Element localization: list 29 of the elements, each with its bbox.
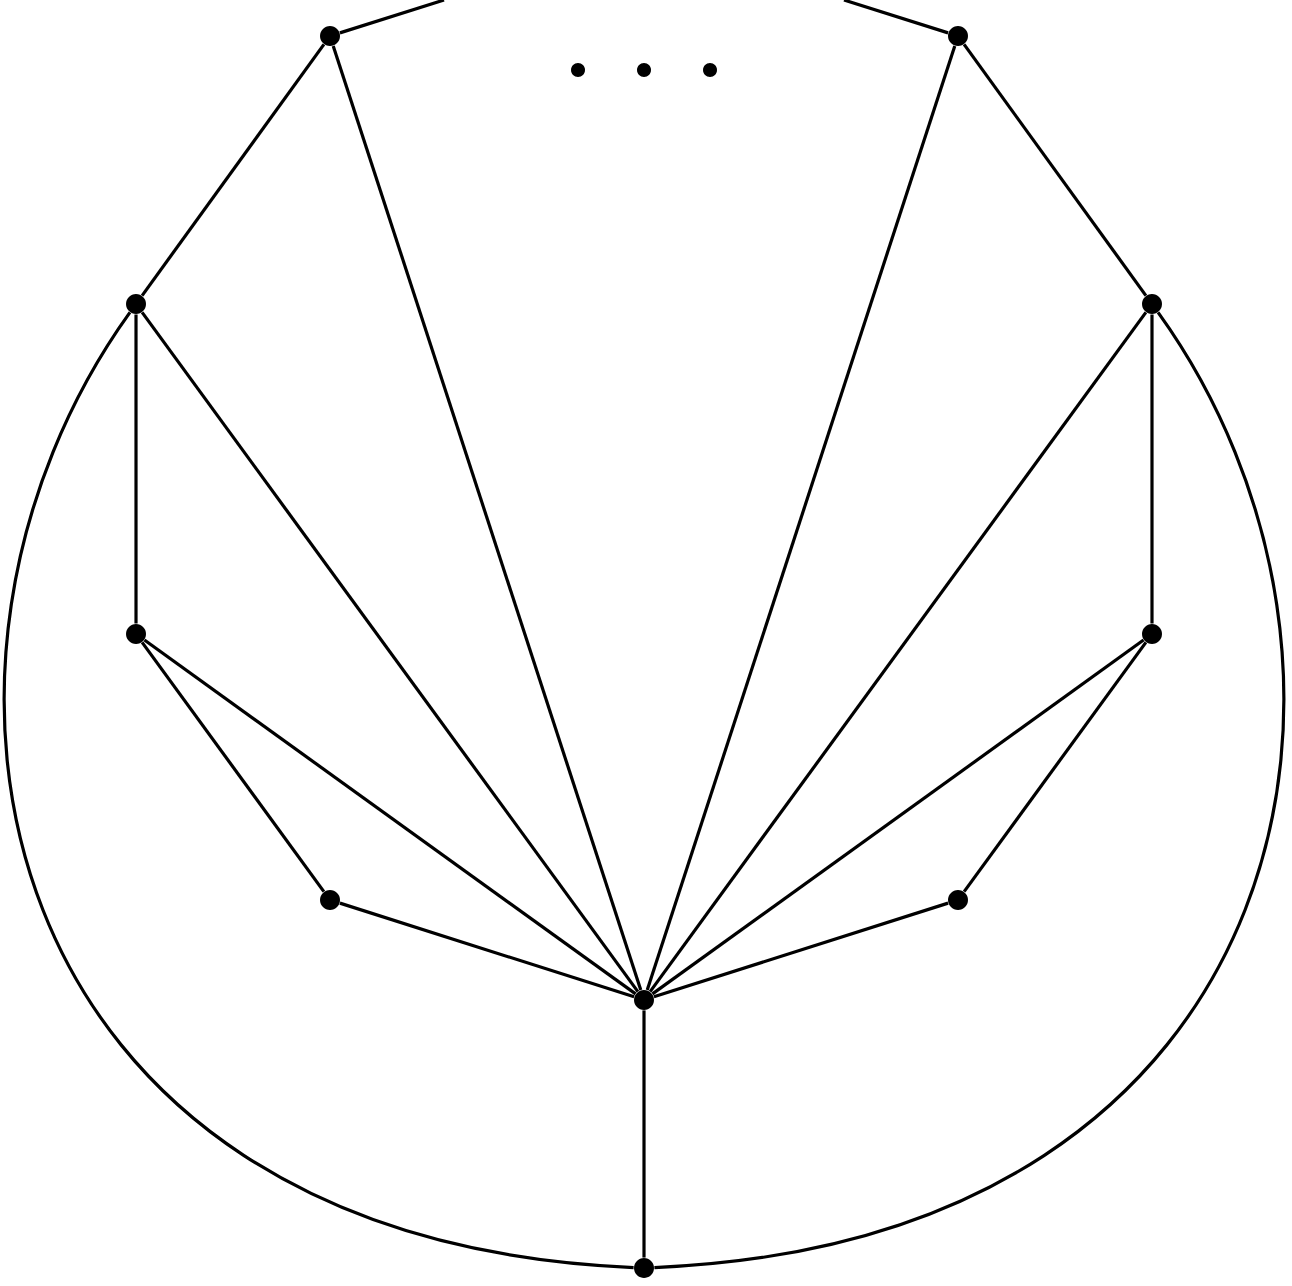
edge-line bbox=[648, 311, 1148, 993]
edge-line bbox=[654, 311, 1285, 1270]
graph-vertex bbox=[126, 624, 146, 644]
edge-line bbox=[140, 43, 326, 297]
edge-line bbox=[651, 638, 1145, 996]
edge-line bbox=[962, 641, 1148, 893]
edge-line bbox=[140, 641, 326, 893]
graph-vertex bbox=[320, 26, 340, 46]
graph-vertex bbox=[634, 990, 654, 1010]
edge-line bbox=[1150, 314, 1154, 624]
edge-line bbox=[843, 0, 949, 35]
edge-line bbox=[134, 314, 138, 624]
graph-vertex bbox=[1142, 624, 1162, 644]
edge-line bbox=[331, 45, 643, 991]
graph-vertex bbox=[634, 1258, 654, 1278]
graph-vertex bbox=[948, 890, 968, 910]
graph-vertex bbox=[948, 26, 968, 46]
edge-line bbox=[645, 45, 957, 991]
edge-line bbox=[339, 901, 635, 999]
edge-line bbox=[339, 0, 445, 35]
edge-line bbox=[143, 638, 637, 996]
edge-line bbox=[140, 311, 640, 993]
edge-line bbox=[653, 901, 949, 999]
edge-line bbox=[642, 1010, 646, 1258]
edge-line bbox=[3, 311, 634, 1270]
edge-line bbox=[962, 43, 1148, 297]
graph-vertex bbox=[126, 294, 146, 314]
graph-vertex bbox=[1142, 294, 1162, 314]
graph-vertex bbox=[320, 890, 340, 910]
